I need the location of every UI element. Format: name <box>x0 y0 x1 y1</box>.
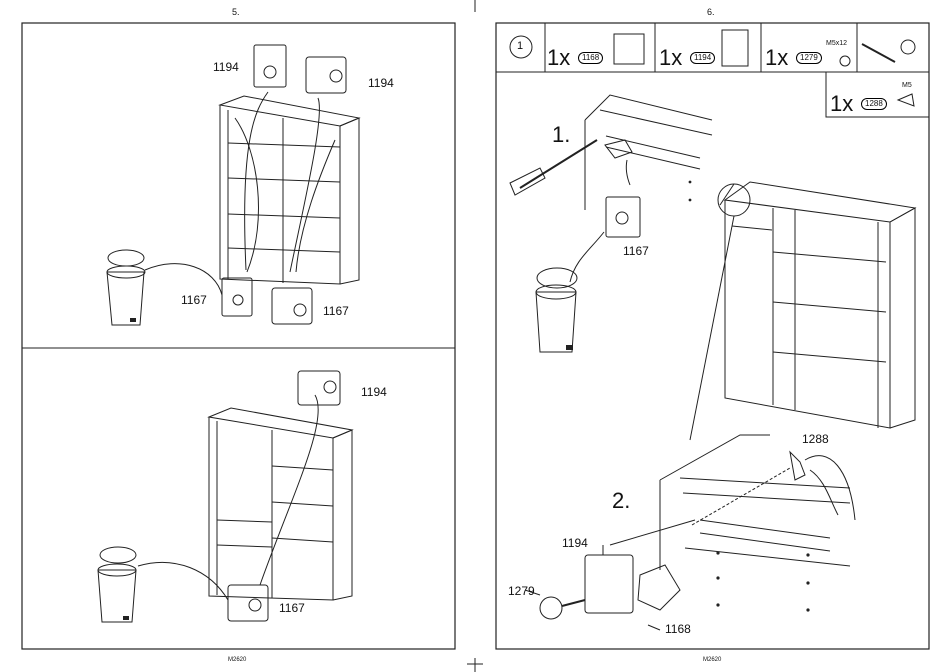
left-page-frame <box>22 23 455 649</box>
qty-1194: 1x <box>659 47 682 69</box>
page-number-right: 6. <box>707 7 715 17</box>
part-code-1168: 1168 <box>578 52 603 64</box>
qty-1288: 1x <box>830 93 853 115</box>
part-code-1288: 1288 <box>861 98 887 110</box>
label-1194-a: 1194 <box>213 60 239 74</box>
label-1167-a: 1167 <box>181 293 207 307</box>
label-1168-right: 1168 <box>665 622 691 636</box>
label-1288-right: 1288 <box>802 432 829 446</box>
footer-code-left: M2620 <box>228 657 246 663</box>
part-code-1194: 1194 <box>690 52 715 64</box>
nut-size-note: M5 <box>902 82 912 89</box>
label-1194-right: 1194 <box>562 536 588 550</box>
qty-1279: 1x <box>765 47 788 69</box>
qty-1168: 1x <box>547 47 570 69</box>
step-1-label: 1. <box>552 122 570 148</box>
part-code-1279: 1279 <box>796 52 822 64</box>
page-number-left: 5. <box>232 7 240 17</box>
label-1167-c: 1167 <box>279 601 305 615</box>
step-2-label: 2. <box>612 488 630 514</box>
label-1279-right: 1279 <box>508 584 535 598</box>
footer-code-right: M2620 <box>703 657 721 663</box>
label-1194-b: 1194 <box>368 76 394 90</box>
label-1167-b: 1167 <box>323 304 349 318</box>
step-circle-number: 1 <box>517 40 523 52</box>
label-1194-c: 1194 <box>361 385 387 399</box>
label-1167-right: 1167 <box>623 244 649 258</box>
screw-size-note: M5x12 <box>826 40 847 47</box>
